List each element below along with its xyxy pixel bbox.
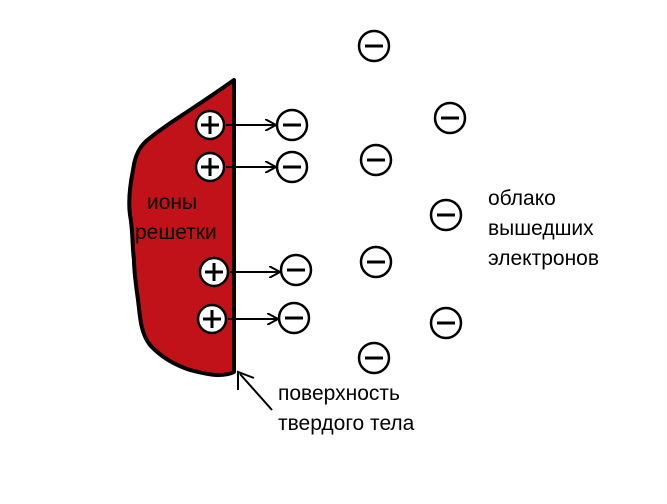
ions-label: ионы решетки bbox=[135, 190, 217, 250]
cloud-electron-2 bbox=[433, 101, 467, 135]
cloud-label-line2: вышедших bbox=[488, 217, 594, 240]
cloud-electron-3 bbox=[359, 143, 393, 177]
ions-label-line1: ионы bbox=[147, 191, 198, 214]
surface-label-line1: поверхность bbox=[278, 382, 400, 405]
cloud-label-line3: электронов bbox=[488, 247, 600, 270]
ion-plus-2 bbox=[194, 151, 226, 183]
electron-minus-3 bbox=[279, 253, 313, 287]
surface-label: поверхность твердого тела bbox=[278, 381, 414, 441]
cloud-electron-4 bbox=[429, 198, 463, 232]
cloud-electron-1 bbox=[357, 29, 391, 63]
electron-minus-2 bbox=[275, 150, 309, 184]
ion-plus-3 bbox=[198, 256, 230, 288]
cloud-electron-5 bbox=[359, 245, 393, 279]
ions-label-line2: решетки bbox=[135, 221, 217, 244]
surface-pointer-arrow bbox=[237, 370, 273, 411]
ion-plus-4 bbox=[196, 303, 228, 335]
surface-label-line2: твердого тела bbox=[278, 412, 415, 435]
cloud-electron-7 bbox=[357, 341, 391, 375]
cloud-label: облако вышедших электронов bbox=[488, 186, 599, 276]
electron-minus-1 bbox=[275, 108, 309, 142]
cloud-electron-6 bbox=[429, 306, 463, 340]
electron-minus-4 bbox=[277, 301, 311, 335]
ion-plus-1 bbox=[194, 109, 226, 141]
cloud-label-line1: облако bbox=[488, 187, 556, 210]
